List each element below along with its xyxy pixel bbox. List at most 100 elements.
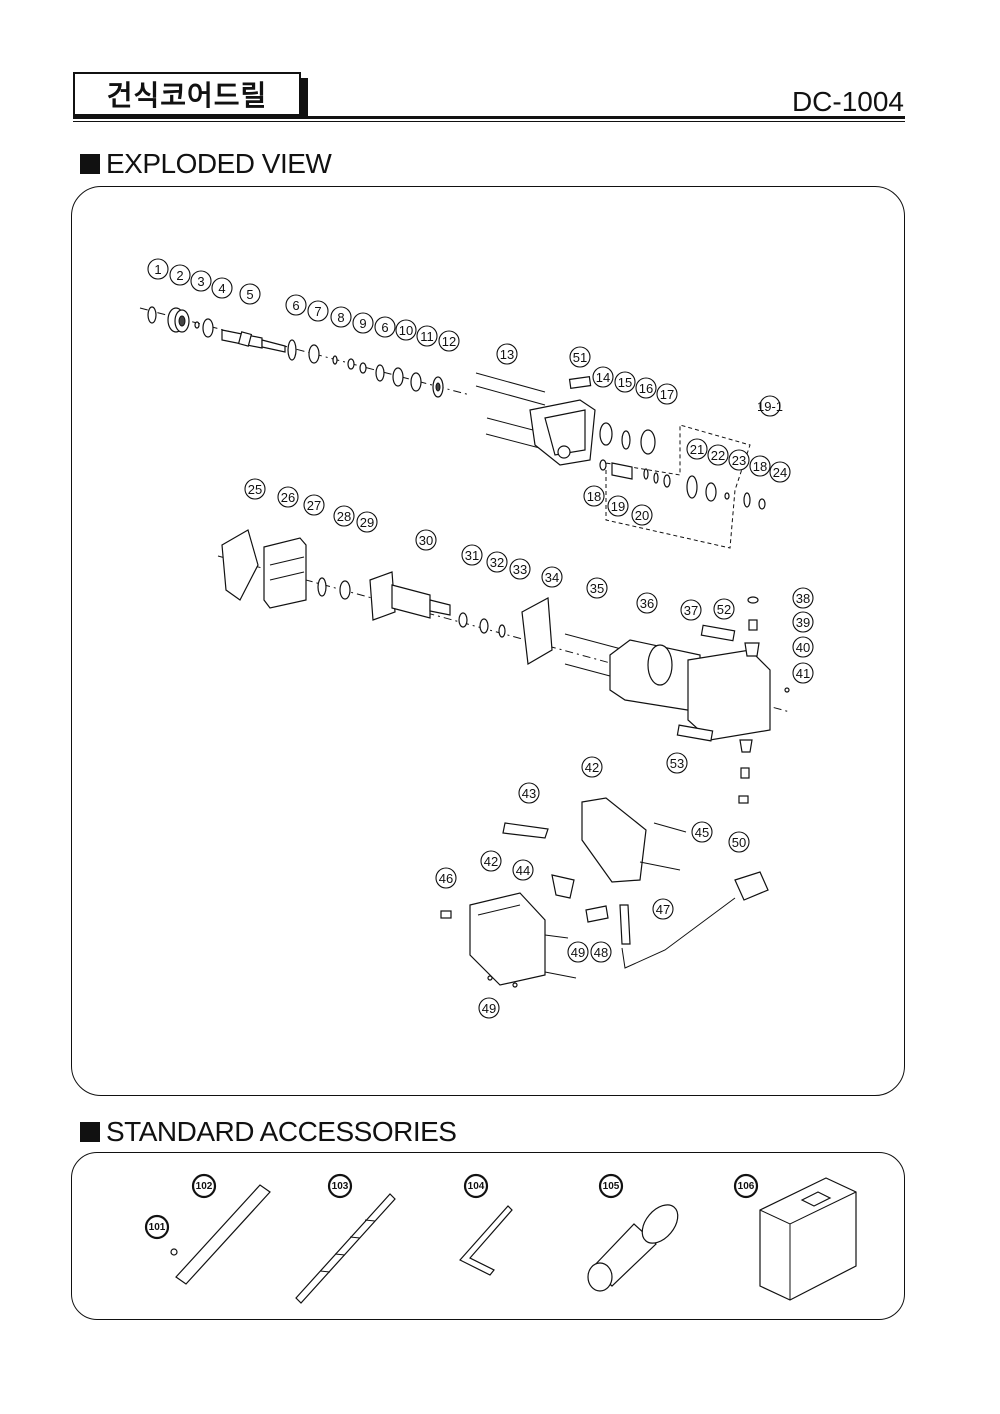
callout-circle <box>567 941 589 963</box>
callout-10: 10 <box>395 319 417 341</box>
callout-43: 43 <box>518 782 540 804</box>
callout-label: 49 <box>482 1001 496 1016</box>
callout-label: 27 <box>307 498 321 513</box>
callout-label: 20 <box>635 508 649 523</box>
callout-23: 23 <box>728 449 750 471</box>
accessory-callout-circle <box>733 1173 759 1199</box>
callout-49: 49 <box>478 997 500 1019</box>
callout-label: 28 <box>337 509 351 524</box>
accessory-103-drill-bit <box>295 1193 396 1304</box>
square-bullet-icon <box>80 154 100 174</box>
callout-circle <box>496 343 518 365</box>
callout-circle <box>415 529 437 551</box>
callout-50: 50 <box>728 831 750 853</box>
callout-4: 4 <box>211 277 233 299</box>
accessory-callout-102: 102 <box>191 1173 217 1199</box>
gear-train <box>599 424 766 549</box>
square-bullet-icon <box>80 1122 100 1142</box>
part-2-bearing <box>167 307 190 333</box>
callout-28: 28 <box>333 505 355 527</box>
callout-2: 2 <box>169 264 191 286</box>
callout-circle <box>190 270 212 292</box>
callout-30: 30 <box>415 529 437 551</box>
callout-35: 35 <box>586 577 608 599</box>
callout-circle <box>244 478 266 500</box>
callout-circle <box>749 455 771 477</box>
callout-circle <box>307 300 329 322</box>
callout-label: 45 <box>695 825 709 840</box>
accessory-callout-101: 101 <box>144 1214 170 1240</box>
callout-circle <box>333 505 355 527</box>
callout-5: 5 <box>239 283 261 305</box>
callout-circle <box>792 662 814 684</box>
accessory-callout-106: 106 <box>733 1173 759 1199</box>
callout-circle <box>395 319 417 341</box>
callout-circle <box>518 782 540 804</box>
motor-parts <box>217 529 791 804</box>
section-title: EXPLODED VIEW <box>106 148 332 179</box>
handle-parts <box>440 797 769 988</box>
callout-16: 16 <box>635 377 657 399</box>
callout-label: 15 <box>618 375 632 390</box>
callout-label: 19 <box>611 499 625 514</box>
callout-label: 50 <box>732 835 746 850</box>
page-title: 건식코어드릴 <box>73 72 301 116</box>
accessory-callout-105: 105 <box>598 1173 624 1199</box>
callout-27: 27 <box>303 494 325 516</box>
callout-label: 35 <box>590 581 604 596</box>
callout-49: 49 <box>567 941 589 963</box>
callout-circle <box>713 598 735 620</box>
callout-circle <box>680 599 702 621</box>
callout-17: 17 <box>656 383 678 405</box>
callout-25: 25 <box>244 478 266 500</box>
accessory-105-side-handle <box>587 1204 679 1292</box>
callout-13: 13 <box>496 343 518 365</box>
callout-circle <box>769 461 791 483</box>
callout-label: 16 <box>639 381 653 396</box>
callout-42: 42 <box>581 756 603 778</box>
callout-circle <box>792 587 814 609</box>
callout-label: 14 <box>596 370 610 385</box>
callout-label: 47 <box>656 902 670 917</box>
callout-label: 24 <box>773 465 787 480</box>
callout-label: 34 <box>545 570 559 585</box>
accessory-callout-label: 102 <box>196 1181 213 1192</box>
callout-32: 32 <box>486 551 508 573</box>
callout-circle <box>686 438 708 460</box>
callout-circle <box>691 821 713 843</box>
callout-label: 53 <box>670 756 684 771</box>
header-rule-thin <box>73 121 905 122</box>
accessory-callout-circle <box>191 1173 217 1199</box>
callout-37: 37 <box>680 599 702 621</box>
callout-label: 40 <box>796 640 810 655</box>
callout-36: 36 <box>636 592 658 614</box>
callout-circle <box>581 756 603 778</box>
callout-circle <box>435 867 457 889</box>
callout-circle <box>438 330 460 352</box>
callout-circle <box>583 485 605 507</box>
callout-42: 42 <box>480 850 502 872</box>
callout-24: 24 <box>769 461 791 483</box>
callout-label: 3 <box>197 274 204 289</box>
front-axis-parts <box>139 306 471 398</box>
callout-circle <box>614 371 636 393</box>
callout-19-1: 19-1 <box>757 395 783 417</box>
callout-3: 3 <box>190 270 212 292</box>
callout-20: 20 <box>631 504 653 526</box>
callout-46: 46 <box>435 867 457 889</box>
callout-18: 18 <box>749 455 771 477</box>
part-27-brush-holder <box>263 537 307 609</box>
callout-label: 44 <box>516 863 530 878</box>
callout-circle <box>607 495 629 517</box>
callout-circle <box>486 551 508 573</box>
callout-38: 38 <box>792 587 814 609</box>
callout-6: 6 <box>285 294 307 316</box>
callout-label: 22 <box>711 448 725 463</box>
accessory-callout-circle <box>598 1173 624 1199</box>
callout-45: 45 <box>691 821 713 843</box>
callout-33: 33 <box>509 558 531 580</box>
callout-19: 19 <box>607 495 629 517</box>
callout-circle <box>512 859 534 881</box>
callout-7: 7 <box>307 300 329 322</box>
